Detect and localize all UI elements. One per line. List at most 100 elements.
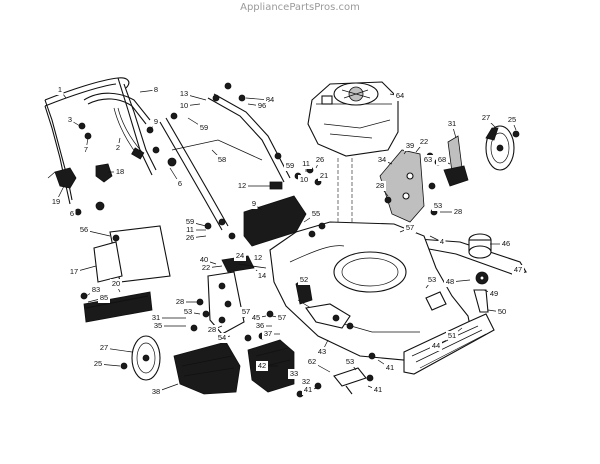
callout-number: 34 bbox=[378, 155, 386, 164]
callout-bg bbox=[438, 237, 446, 247]
callout-number: 3 bbox=[68, 115, 72, 124]
callout-bg bbox=[430, 341, 442, 351]
callout-bg bbox=[150, 313, 162, 323]
callout-number: 8 bbox=[154, 85, 158, 94]
callout-bg bbox=[344, 357, 356, 367]
callout-bg bbox=[452, 207, 464, 217]
callout-bg bbox=[234, 251, 246, 261]
callout-bg bbox=[110, 279, 122, 289]
rear-bracket bbox=[379, 149, 425, 223]
callout-bg bbox=[300, 377, 312, 387]
callout-bg bbox=[90, 285, 102, 295]
engine bbox=[307, 81, 399, 157]
callout-bg bbox=[384, 363, 396, 373]
callout-number: 63 bbox=[424, 155, 432, 164]
callout-number: 83 bbox=[92, 285, 100, 294]
callout-number: 11 bbox=[302, 159, 310, 168]
callout-bg bbox=[82, 145, 90, 155]
callout-number: 22 bbox=[420, 137, 428, 146]
callout-number: 19 bbox=[52, 197, 60, 206]
callout-bg bbox=[446, 119, 458, 129]
callout-number: 55 bbox=[312, 209, 320, 218]
callout-number: 59 bbox=[200, 123, 208, 132]
callout-bg bbox=[66, 115, 74, 125]
height-adjust-lever bbox=[443, 135, 469, 187]
callout-number: 53 bbox=[428, 275, 436, 284]
throttle-cable bbox=[113, 107, 145, 160]
callout-bg bbox=[256, 361, 268, 371]
callout-bg bbox=[184, 225, 196, 235]
callout-bg bbox=[288, 369, 300, 379]
callout-number: 96 bbox=[258, 101, 266, 110]
callout-bg bbox=[506, 115, 518, 125]
callout-number: 4 bbox=[440, 237, 444, 246]
callout-number: 53 bbox=[434, 201, 442, 210]
callout-number: 25 bbox=[508, 115, 516, 124]
callout-bg bbox=[298, 275, 310, 285]
callout-number: 31 bbox=[152, 313, 160, 322]
callout-bg bbox=[68, 267, 80, 277]
front-wheel-lower bbox=[120, 335, 161, 381]
callout-number: 43 bbox=[318, 347, 326, 356]
callout-bg bbox=[182, 307, 194, 317]
callout-bg bbox=[302, 385, 314, 395]
callout-number: 24 bbox=[236, 251, 244, 260]
callout-number: 25 bbox=[94, 359, 102, 368]
callout-bg bbox=[264, 95, 276, 105]
callout-bg bbox=[300, 159, 312, 169]
callout-number: 54 bbox=[218, 333, 226, 342]
callout-bg bbox=[98, 293, 110, 303]
callout-bg bbox=[114, 143, 122, 153]
callout-number: 57 bbox=[278, 313, 286, 322]
callout-bg bbox=[376, 155, 388, 165]
callout-bg bbox=[152, 85, 160, 95]
callout-bg bbox=[240, 307, 252, 317]
callout-bg bbox=[314, 155, 326, 165]
callout-bg bbox=[50, 197, 62, 207]
callout-bg bbox=[256, 101, 268, 111]
callout-number: 20 bbox=[112, 279, 120, 288]
callout-bg bbox=[262, 329, 274, 339]
callout-bg bbox=[98, 343, 110, 353]
callout-bg bbox=[426, 275, 438, 285]
callout-number: 21 bbox=[320, 171, 328, 180]
callout-bg bbox=[488, 289, 500, 299]
callout-number: 36 bbox=[256, 321, 264, 330]
callout-bg bbox=[254, 321, 266, 331]
callout-bg bbox=[152, 321, 164, 331]
callout-number: 14 bbox=[258, 271, 266, 280]
blade-adapter bbox=[468, 233, 492, 313]
callout-number: 62 bbox=[308, 357, 316, 366]
watermark: AppliancePartsPros.com bbox=[240, 2, 360, 13]
callout-bg bbox=[200, 263, 212, 273]
callout-number: 28 bbox=[376, 181, 384, 190]
front-bumper bbox=[403, 313, 495, 375]
mower-deck bbox=[269, 221, 471, 361]
callout-bg bbox=[206, 325, 218, 335]
callout-bg bbox=[446, 331, 458, 341]
handle-knob-right bbox=[95, 163, 113, 183]
callout-number: 42 bbox=[258, 361, 266, 370]
callout-bg bbox=[432, 201, 444, 211]
callout-number: 6 bbox=[70, 209, 74, 218]
callout-bg bbox=[298, 175, 310, 185]
callout-bg bbox=[480, 113, 492, 123]
lower-linkage bbox=[296, 352, 376, 398]
callout-number: 26 bbox=[186, 233, 194, 242]
callout-number: 64 bbox=[396, 91, 404, 100]
callout-number: 59 bbox=[286, 161, 294, 170]
callout-number: 22 bbox=[202, 263, 210, 272]
callout-bg bbox=[496, 307, 508, 317]
callout-bg bbox=[422, 155, 434, 165]
callout-number: 51 bbox=[448, 331, 456, 340]
callout-number: 11 bbox=[186, 225, 194, 234]
callout-bg bbox=[68, 209, 76, 219]
callout-number: 37 bbox=[264, 329, 272, 338]
callout-number: 10 bbox=[300, 175, 308, 184]
callout-number: 48 bbox=[446, 277, 454, 286]
callout-bg bbox=[176, 179, 184, 189]
small-fasteners-left bbox=[80, 218, 236, 300]
callout-bg bbox=[418, 137, 430, 147]
callout-number: 49 bbox=[490, 289, 498, 298]
callout-number: 47 bbox=[514, 265, 522, 274]
